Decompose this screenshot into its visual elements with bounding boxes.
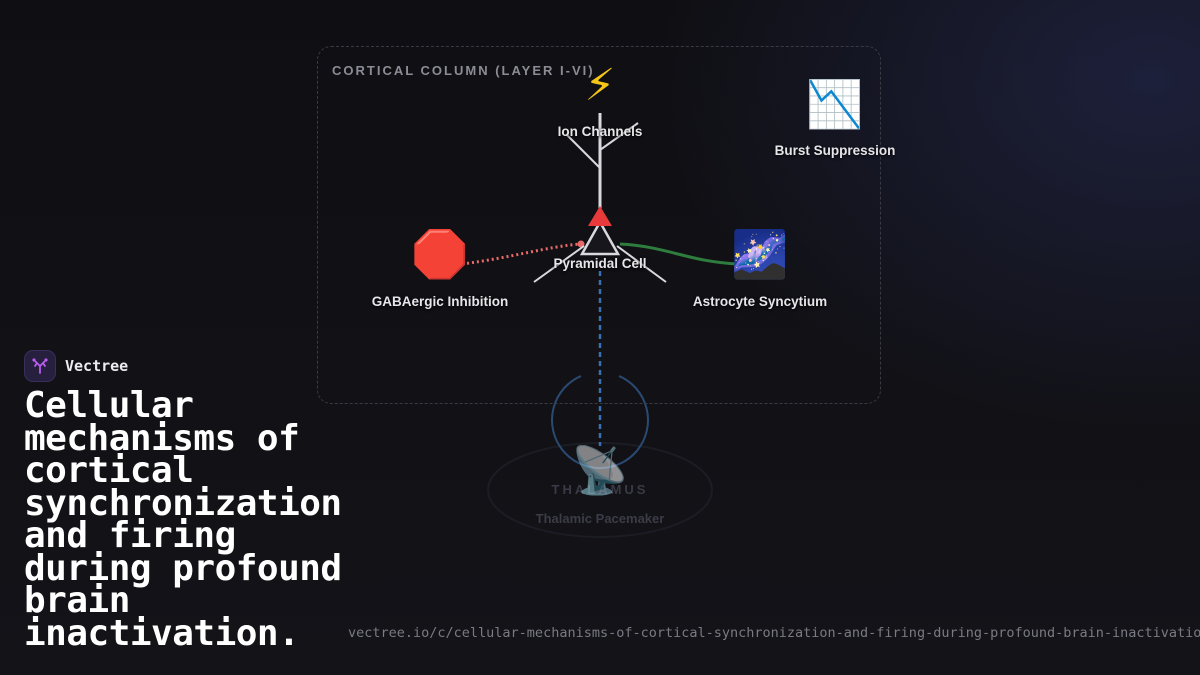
- burst-suppression-label: Burst Suppression: [774, 143, 896, 158]
- thalamus-ring: [551, 375, 649, 470]
- pyramidal-neuron-icon: [533, 113, 667, 283]
- tree-branch-icon: [24, 350, 56, 382]
- cortical-column-box: [317, 46, 881, 404]
- cortical-column-title: CORTICAL COLUMN (LAYER I-VI): [332, 63, 595, 78]
- page-url[interactable]: vectree.io/c/cellular-mechanisms-of-cort…: [348, 625, 1200, 641]
- thalamic-pacemaker-label: Thalamic Pacemaker: [535, 511, 665, 526]
- stop-sign-icon: 🛑: [411, 227, 469, 281]
- astrocyte-connection: [619, 242, 739, 266]
- astrocyte-syncytium-label: Astrocyte Syncytium: [692, 294, 828, 309]
- thalamus-title: THALAMUS: [551, 482, 649, 497]
- page-title: Cellular mechanisms of cortical synchron…: [24, 385, 342, 654]
- chart-decreasing-icon: 📉: [806, 77, 864, 131]
- lightning-icon: ⚡: [584, 60, 616, 111]
- milky-way-icon: 🌌: [731, 227, 789, 281]
- ion-channels-label: Ion Channels: [557, 124, 643, 139]
- brand-name: Vectree: [65, 357, 129, 375]
- brand: Vectree: [24, 350, 128, 382]
- pyramidal-cell-label: Pyramidal Cell: [553, 256, 647, 271]
- satellite-dish-icon: 📡: [571, 443, 629, 497]
- gabaergic-inhibition-label: GABAergic Inhibition: [371, 294, 509, 309]
- gabaergic-connection: [461, 242, 582, 266]
